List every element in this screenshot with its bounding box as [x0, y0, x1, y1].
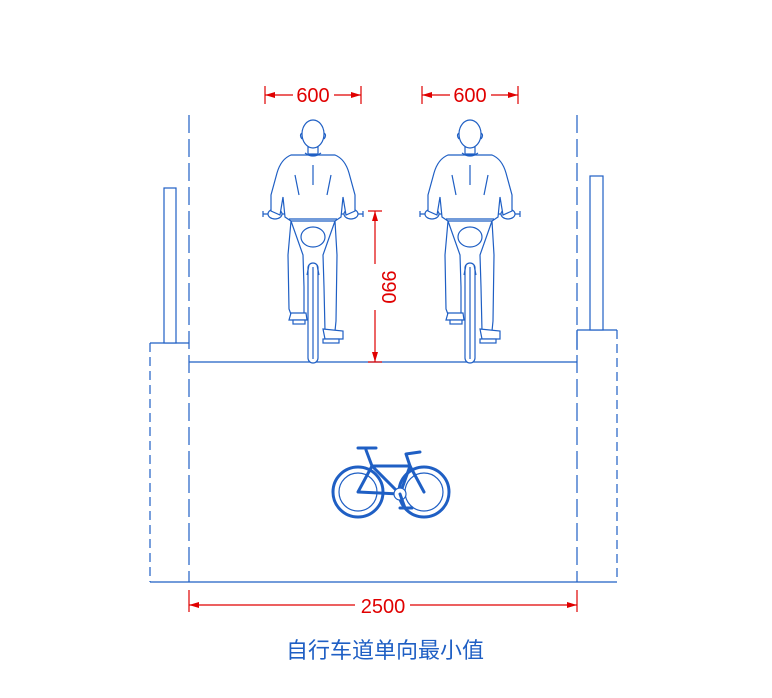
left-curb [149, 342, 189, 582]
cyclist-figure-left [262, 119, 364, 364]
dimension-label-600-right: 600 [453, 85, 486, 107]
dimension-990: 990 [368, 210, 399, 363]
left-post [163, 187, 177, 344]
dimension-600-left: 600 [264, 85, 362, 107]
dimension-label-2500: 2500 [361, 596, 406, 618]
dimension-2500: 2500 [188, 590, 578, 618]
dimension-label-990: 990 [377, 270, 399, 303]
diagram-caption: 自行车道单向最小值 [286, 639, 484, 664]
cyclist-figure-right [419, 119, 521, 364]
lane-structure [149, 115, 618, 583]
bicycle-symbol-icon [331, 446, 451, 519]
right-post [589, 175, 604, 331]
dimension-600-right: 600 [421, 85, 519, 107]
dimension-label-600-left: 600 [296, 85, 329, 107]
right-curb [576, 329, 618, 582]
